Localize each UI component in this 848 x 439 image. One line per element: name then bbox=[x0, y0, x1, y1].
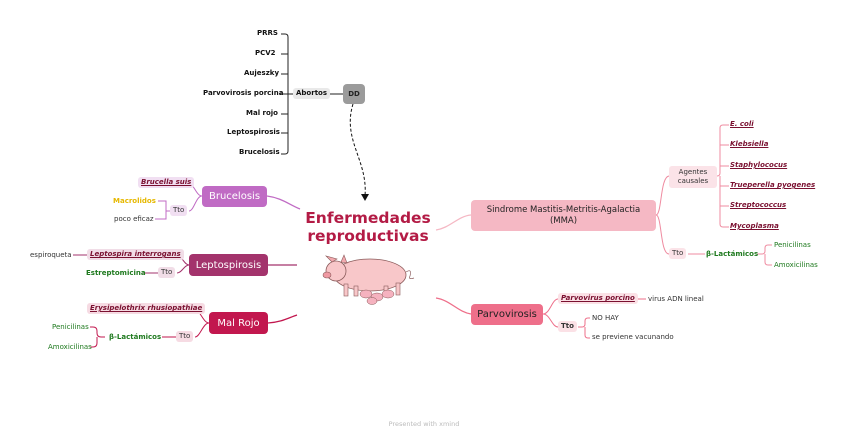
malrojo-drug-group[interactable]: β-Lactámicos bbox=[109, 333, 162, 341]
brucelosis-tto[interactable]: Tto bbox=[170, 205, 188, 216]
malrojo-agent[interactable]: Erysipelothrix rhusiopathiae bbox=[87, 303, 206, 314]
branch-mal-rojo[interactable]: Mal Rojo bbox=[209, 312, 268, 334]
mma-agent-ecoli[interactable]: E. coli bbox=[730, 120, 754, 128]
brucelosis-drug[interactable]: Macrolidos bbox=[113, 197, 156, 205]
malrojo-tto[interactable]: Tto bbox=[176, 331, 194, 342]
dd-box[interactable]: DD bbox=[343, 84, 365, 104]
dd-item-leptospirosis[interactable]: Leptospirosis bbox=[227, 128, 280, 136]
mma-agentes-label[interactable]: Agentes causales bbox=[669, 166, 717, 188]
mma-agent-trueperella[interactable]: Trueperella pyogenes bbox=[730, 181, 816, 189]
malrojo-drug-amoxicilinas[interactable]: Amoxicilinas bbox=[48, 343, 92, 351]
mma-agent-klebsiella[interactable]: Klebsiella bbox=[730, 140, 769, 148]
branch-brucelosis[interactable]: Brucelosis bbox=[202, 186, 267, 207]
mma-agent-streptococcus[interactable]: Streptococcus bbox=[730, 201, 787, 209]
pig-illustration bbox=[322, 254, 415, 305]
parvovirosis-agent[interactable]: Parvovirus porcino bbox=[558, 293, 638, 304]
dd-item-pcv2[interactable]: PCV2 bbox=[255, 49, 276, 57]
mma-tto[interactable]: Tto bbox=[669, 248, 687, 259]
brucelosis-agent[interactable]: Brucella suis bbox=[138, 177, 195, 188]
central-topic[interactable]: Enfermedades reproductivas bbox=[300, 209, 436, 245]
dd-item-brucelosis[interactable]: Brucelosis bbox=[239, 148, 280, 156]
abortos-label[interactable]: Abortos bbox=[293, 88, 331, 99]
footer-watermark: Presented with xmind bbox=[388, 420, 460, 428]
leptospirosis-tto[interactable]: Tto bbox=[158, 267, 176, 278]
dd-item-parvovirosis-porcina[interactable]: Parvovirosis porcina bbox=[203, 89, 284, 97]
parvovirosis-tto-vacunando[interactable]: se previene vacunando bbox=[592, 333, 674, 341]
mma-agent-mycoplasma[interactable]: Mycoplasma bbox=[730, 222, 779, 230]
dd-item-aujeszky[interactable]: Aujeszky bbox=[244, 69, 280, 77]
branch-mma[interactable]: Sindrome Mastitis-Metritis-Agalactia (MM… bbox=[471, 200, 656, 231]
parvovirosis-agent-note[interactable]: virus ADN lineal bbox=[648, 295, 704, 303]
brucelosis-note[interactable]: poco eficaz bbox=[114, 215, 154, 223]
branch-leptospirosis[interactable]: Leptospirosis bbox=[189, 254, 268, 276]
dd-item-prrs[interactable]: PRRS bbox=[257, 29, 278, 37]
central-title-line1: Enfermedades bbox=[305, 209, 431, 227]
mma-drug-group[interactable]: β-Lactámicos bbox=[706, 250, 759, 258]
mma-drug-amoxicilinas[interactable]: Amoxicilinas bbox=[774, 261, 818, 269]
leptospirosis-drug[interactable]: Estreptomicina bbox=[86, 269, 146, 277]
leptospirosis-agent[interactable]: Leptospira interrogans bbox=[87, 249, 184, 260]
mma-agent-staphylococus[interactable]: Staphylococus bbox=[730, 161, 788, 169]
dd-item-mal-rojo[interactable]: Mal rojo bbox=[246, 109, 278, 117]
mma-drug-penicilinas[interactable]: Penicilinas bbox=[774, 241, 811, 249]
central-title-line2: reproductivas bbox=[307, 227, 429, 245]
parvovirosis-tto-no-hay[interactable]: NO HAY bbox=[592, 314, 619, 322]
leptospirosis-agent-note[interactable]: espiroqueta bbox=[30, 251, 72, 259]
parvovirosis-tto[interactable]: Tto bbox=[558, 321, 577, 332]
branch-parvovirosis[interactable]: Parvovirosis bbox=[471, 304, 543, 325]
malrojo-drug-penicilinas[interactable]: Penicilinas bbox=[52, 323, 89, 331]
